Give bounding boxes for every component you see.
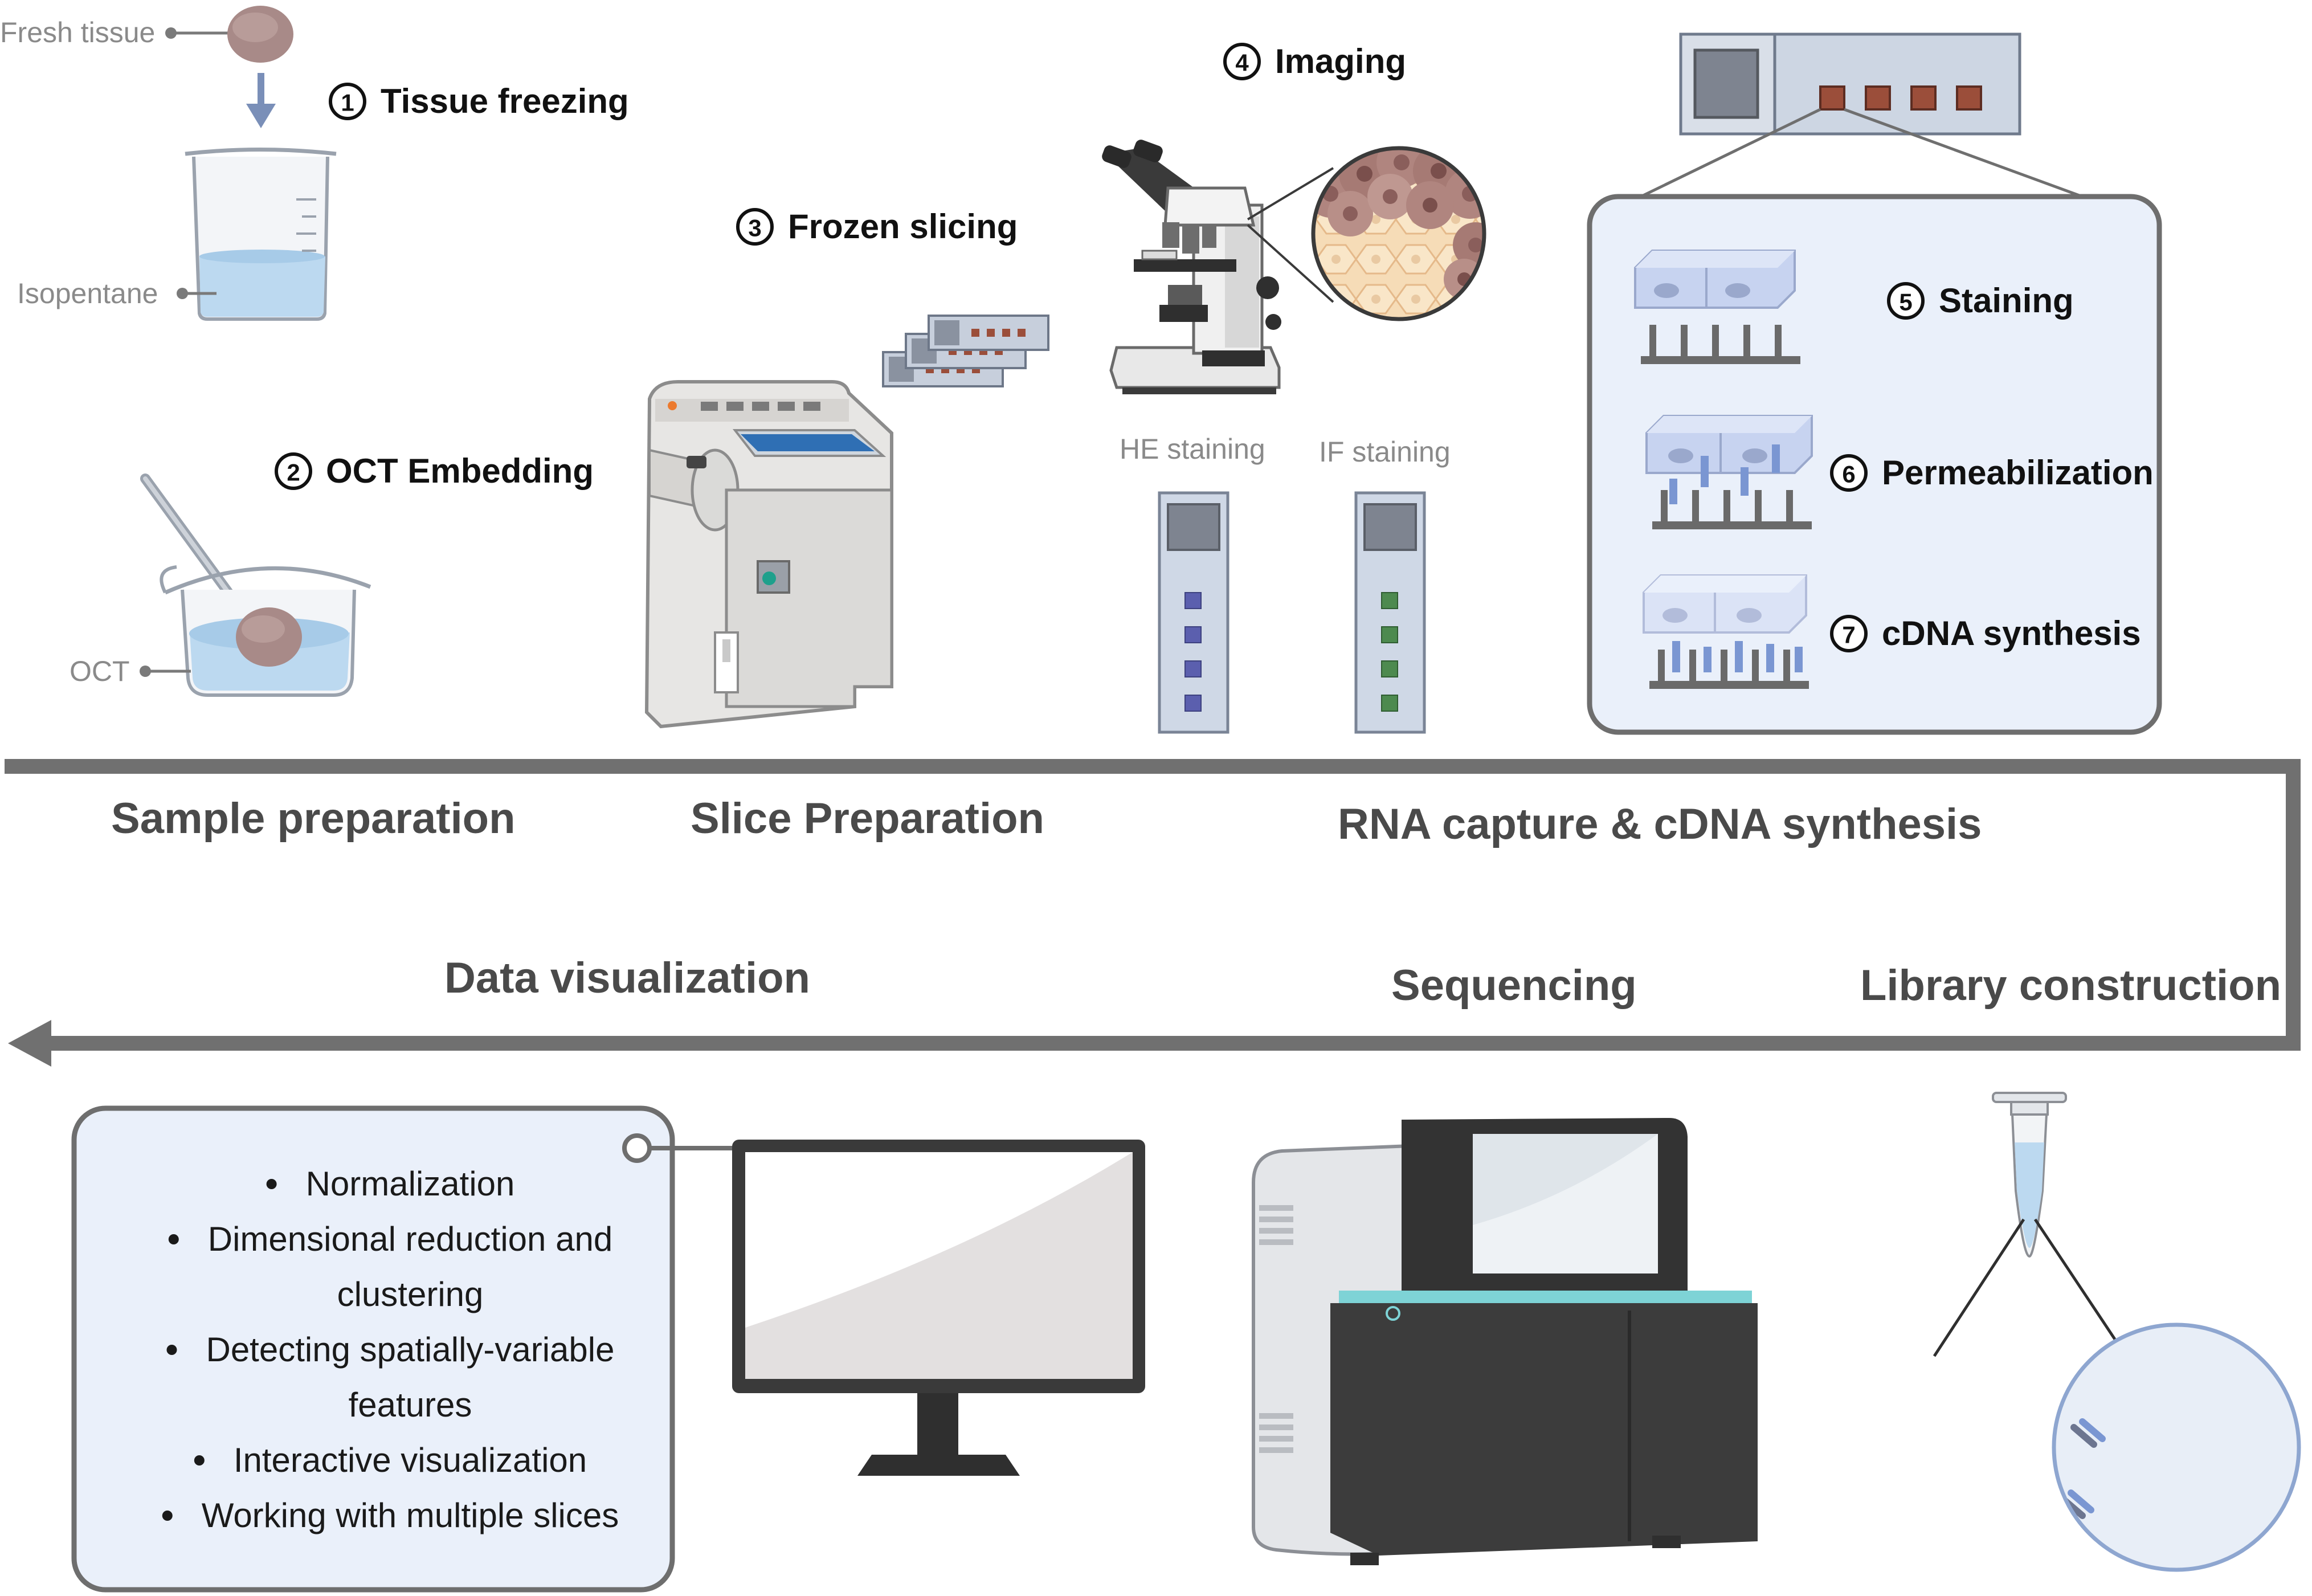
- step-5-number: 5: [1899, 289, 1912, 316]
- analysis-bullet-text: clustering: [337, 1275, 484, 1313]
- analysis-bullet-item: Interactive visualization: [194, 1441, 587, 1479]
- step-7: 7 cDNA synthesis: [1830, 614, 2141, 652]
- stage-label-sample-preparation: Sample preparation: [111, 794, 516, 843]
- stage-label-library-construction: Library construction: [1860, 961, 2281, 1010]
- step-6-title: Permeabilization: [1882, 454, 2154, 492]
- if-slide: [1354, 491, 1426, 734]
- panel-connector: [622, 1133, 732, 1163]
- step-3-badge: [736, 208, 774, 246]
- workflow-flow-arrow: [5, 759, 2301, 1067]
- step-6-badge: [1830, 454, 1868, 492]
- step-4-title: Imaging: [1275, 42, 1406, 80]
- magnified-tissue: [1311, 146, 1486, 321]
- analysis-bullet-item: Dimensional reduction and clustering: [168, 1220, 612, 1313]
- he-staining-label: HE staining: [1120, 433, 1265, 465]
- step-4: 4 Imaging: [1223, 42, 1406, 80]
- sequencer: [1252, 1118, 1758, 1565]
- step-1-number: 1: [341, 89, 354, 116]
- step-3: 3 Frozen slicing: [736, 207, 1018, 246]
- staining-illustration: [1634, 250, 1800, 364]
- analysis-bullet-item: Normalization: [266, 1165, 515, 1203]
- step-3-number: 3: [748, 215, 761, 242]
- he-slide: [1158, 491, 1229, 734]
- computer-monitor: [732, 1140, 1145, 1476]
- dna-fragments-circle: [2052, 1322, 2301, 1572]
- step-7-badge: [1830, 615, 1868, 652]
- analysis-bullet-text: Detecting spatially-variable: [206, 1330, 614, 1369]
- permeabilization-illustration: [1645, 415, 1813, 529]
- cdna-synthesis-illustration: [1643, 574, 1809, 689]
- step-2-number: 2: [287, 459, 300, 486]
- analysis-bullet-text: Working with multiple slices: [202, 1496, 619, 1534]
- step-5: 5 Staining: [1887, 281, 2074, 320]
- if-staining-label: IF staining: [1319, 436, 1451, 468]
- cells-staining: [1634, 250, 1796, 309]
- step-1: 1 Tissue freezing: [329, 82, 629, 120]
- analysis-bullet-text: Normalization: [306, 1165, 515, 1203]
- bullet-dot: [194, 1455, 205, 1466]
- step-5-badge: [1887, 282, 1925, 320]
- step-2-title: OCT Embedding: [326, 452, 594, 490]
- down-arrow: [246, 73, 276, 128]
- bullet-dot: [168, 1234, 179, 1244]
- cells-cdna: [1643, 574, 1807, 634]
- oct-label: OCT: [70, 655, 130, 687]
- probes-staining: [1641, 325, 1800, 364]
- step-1-title: Tissue freezing: [381, 82, 629, 120]
- step-2-badge: [275, 452, 312, 490]
- bullet-dot: [162, 1511, 173, 1521]
- bullet-dot: [166, 1345, 177, 1355]
- step-2: 2 OCT Embedding: [275, 452, 594, 490]
- step-4-number: 4: [1235, 50, 1249, 76]
- analysis-bullet-item: Working with multiple slices: [162, 1496, 619, 1534]
- stage-label-sequencing: Sequencing: [1391, 961, 1637, 1010]
- fresh-tissue-label: Fresh tissue: [0, 17, 155, 48]
- stage-label-data-visualization: Data visualization: [444, 954, 810, 1002]
- capture-slide: [1640, 32, 2083, 198]
- step-1-badge: [329, 83, 366, 120]
- stage-label-slice-preparation: Slice Preparation: [691, 794, 1044, 843]
- analysis-bullet-item: Detecting spatially-variable features: [166, 1330, 615, 1424]
- analysis-bullet-text: Interactive visualization: [234, 1441, 587, 1479]
- cells-permeabilization: [1645, 415, 1813, 474]
- microscope: [1102, 140, 1486, 394]
- step-5-title: Staining: [1939, 281, 2074, 320]
- probes-permeabilization: [1652, 490, 1812, 529]
- step-6: 6 Permeabilization: [1830, 454, 2154, 492]
- bullet-dot: [266, 1179, 277, 1189]
- cryostat-slides: [882, 315, 1049, 387]
- data-visualization-panel: [71, 1105, 675, 1593]
- step-7-number: 7: [1842, 622, 1855, 648]
- cryostat-machine: [644, 380, 893, 729]
- isopentane-beaker: Isopentane: [17, 148, 337, 321]
- step-3-title: Frozen slicing: [788, 207, 1018, 246]
- step-6-number: 6: [1842, 461, 1855, 488]
- isopentane-label: Isopentane: [17, 277, 158, 309]
- step-7-title: cDNA synthesis: [1882, 614, 2141, 652]
- analysis-bullet-text: features: [349, 1386, 472, 1424]
- library-tube: [1933, 1092, 2135, 1369]
- step-4-badge: [1223, 43, 1261, 80]
- fresh-tissue: Fresh tissue: [0, 6, 293, 63]
- stage-label-rna-capture: RNA capture & cDNA synthesis: [1338, 800, 1982, 848]
- oct-embedding-dish: OCT: [70, 474, 371, 697]
- analysis-bullet-text: Dimensional reduction and: [208, 1220, 612, 1258]
- probes-cdna: [1649, 650, 1809, 689]
